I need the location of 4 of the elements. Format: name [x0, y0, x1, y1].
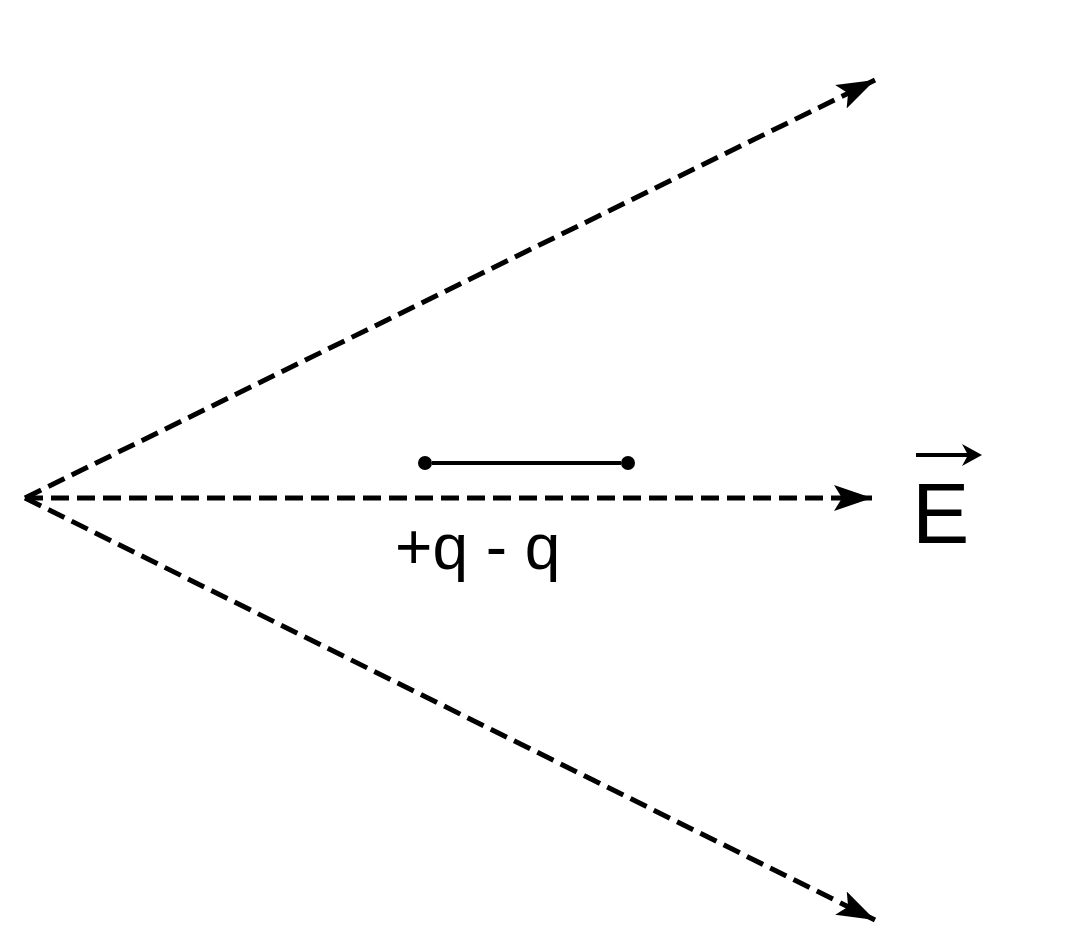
dipole-line	[432, 461, 621, 465]
charge-dot	[418, 456, 432, 470]
charge-dot	[621, 456, 635, 470]
field-symbol: E	[912, 470, 971, 556]
